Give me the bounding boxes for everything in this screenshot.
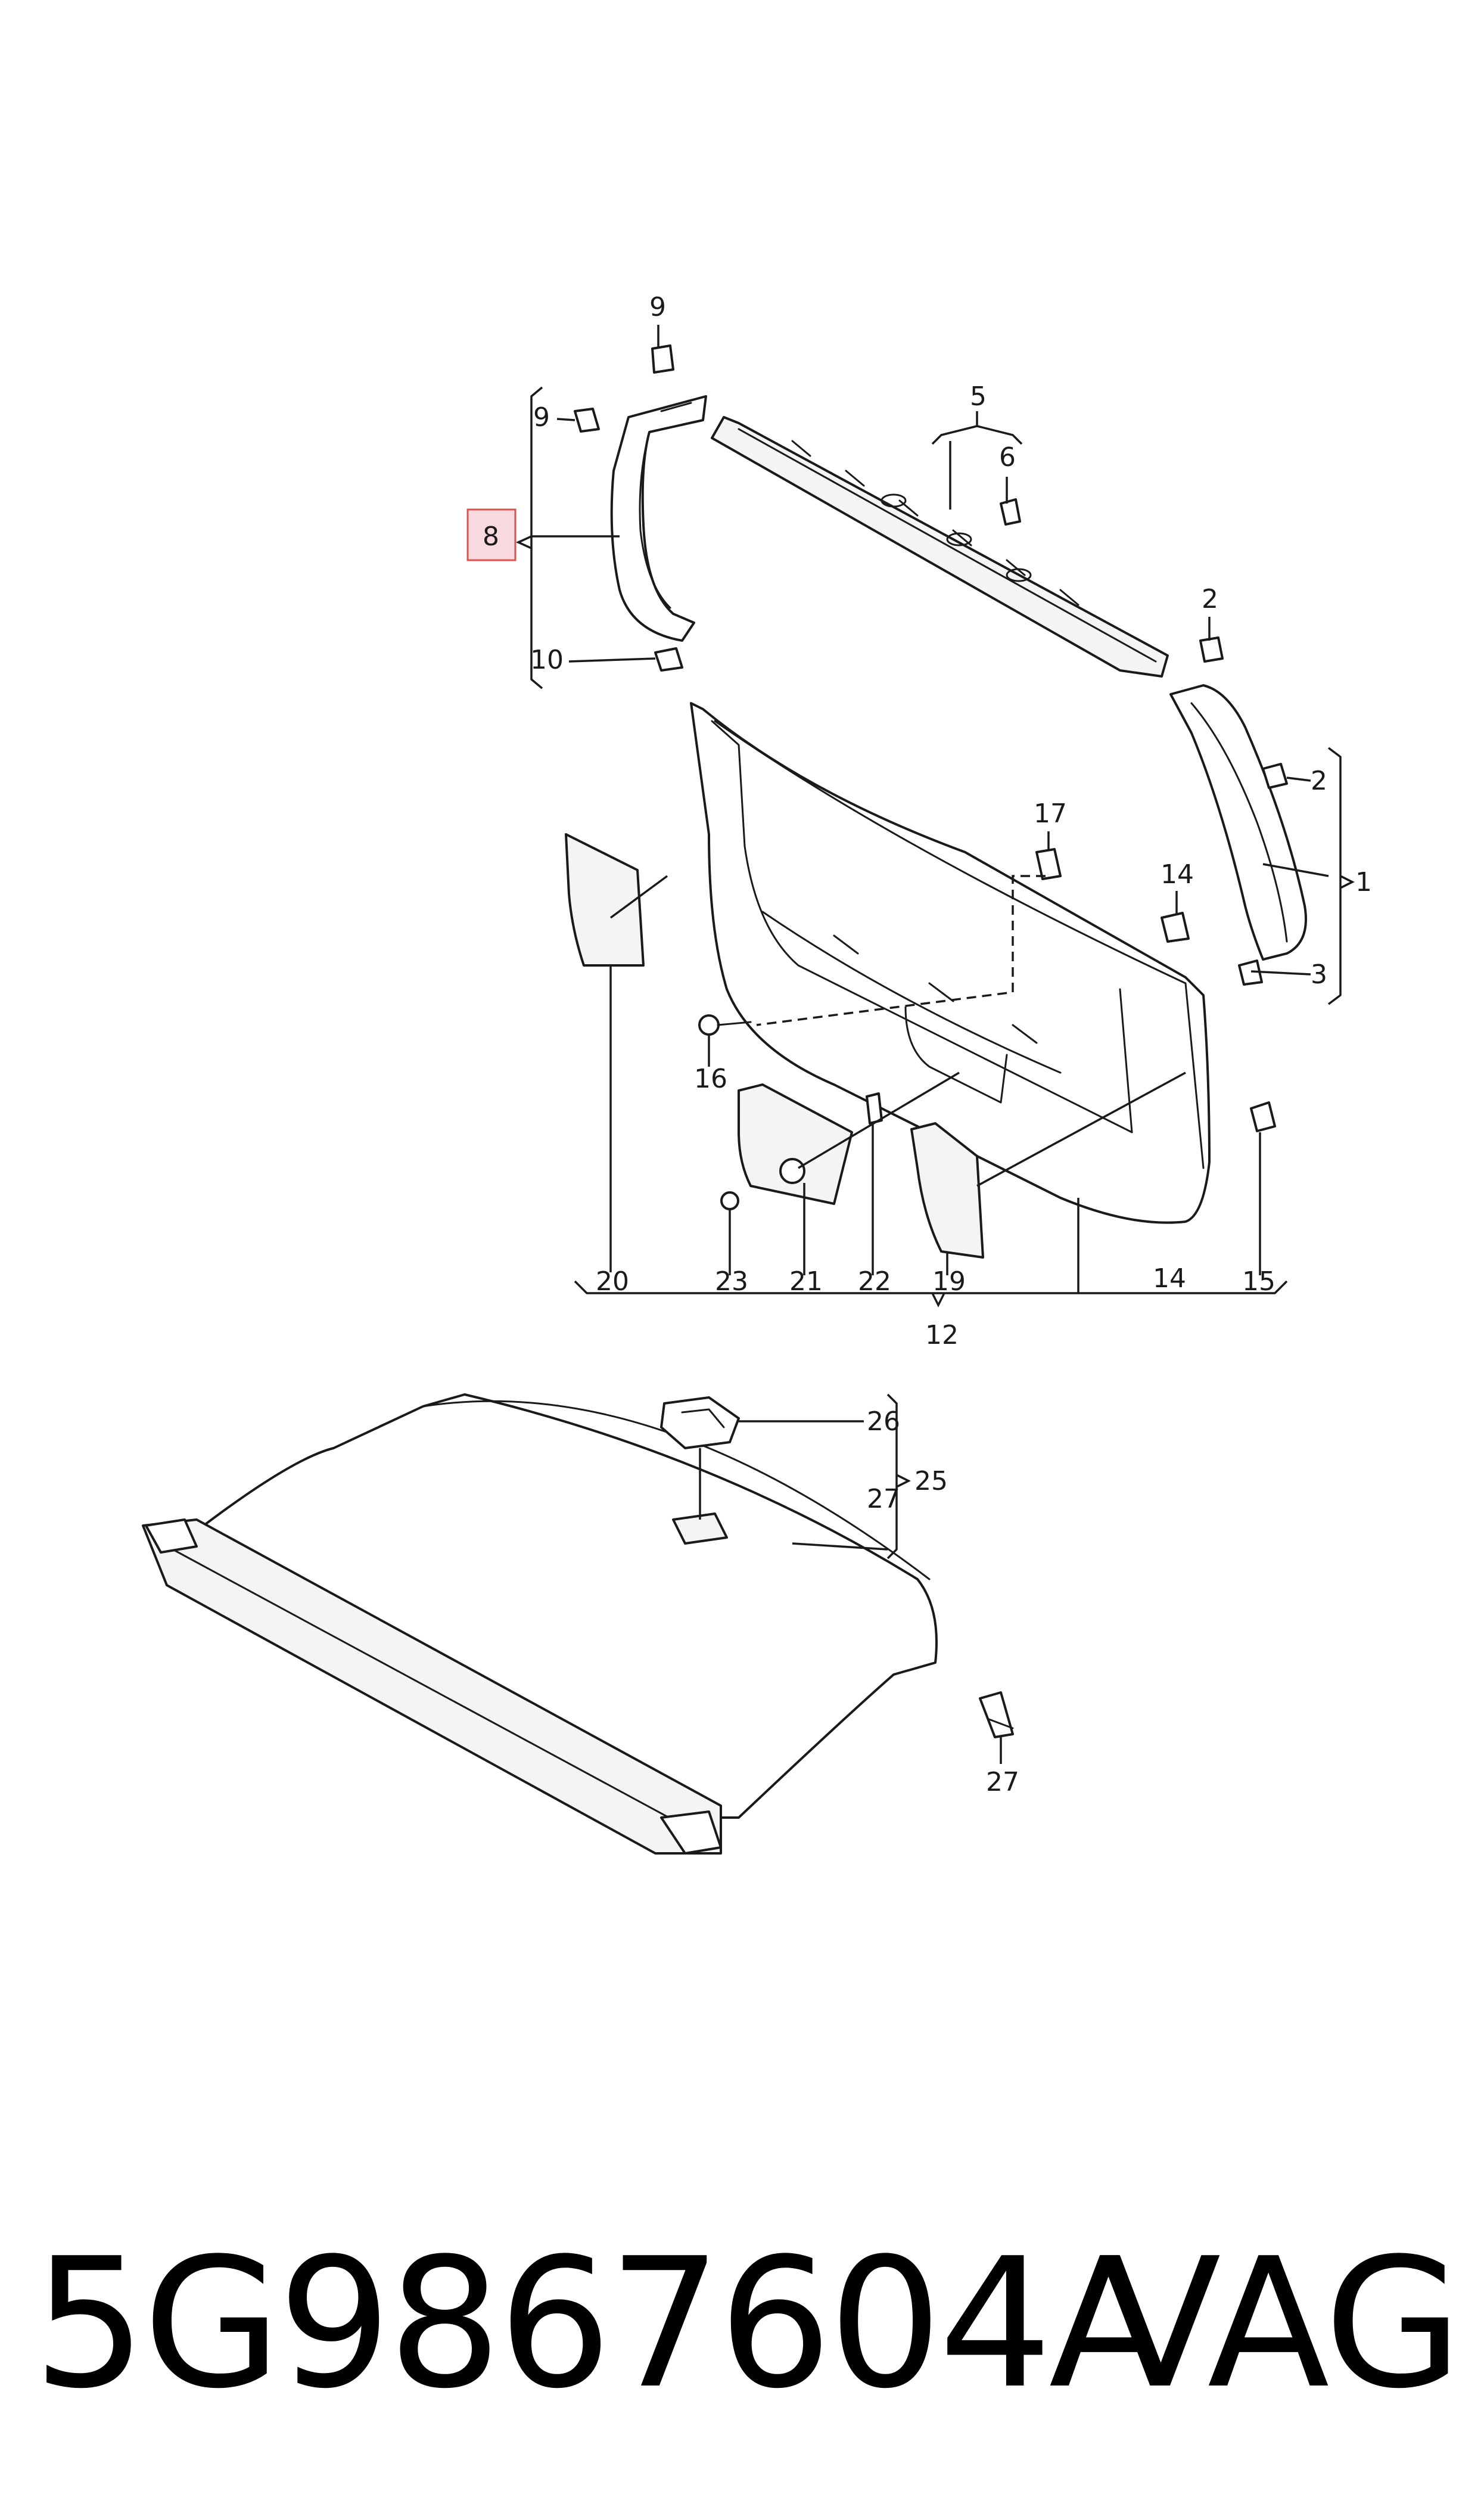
callout-2-right: 2 [1311,766,1327,796]
callout-26: 26 [867,1406,900,1437]
callout-25: 25 [914,1466,948,1496]
clip-3 [1238,959,1263,986]
callout-15: 15 [1242,1266,1275,1297]
callout-labels: 9 9 8 10 5 6 2 2 1 3 17 14 16 20 23 21 2… [483,292,1372,1797]
callout-16: 16 [694,1064,727,1094]
handle-26 [660,1396,740,1449]
right-pillar-trim [1169,684,1307,961]
callout-1: 1 [1355,867,1372,897]
brand-label: VAG [1099,2220,1463,2428]
cover-19 [910,1122,984,1259]
clip-2-right [1262,763,1288,789]
callout-17: 17 [1034,799,1067,829]
callout-5: 5 [970,381,987,412]
clip-6 [1000,498,1021,526]
clip-17 [1035,848,1062,880]
callout-12: 12 [925,1320,959,1350]
clip-22 [866,1092,883,1125]
tailgate-lower-panel [690,702,1211,1224]
callout-8: 8 [483,521,499,552]
clip-9-top [651,344,674,374]
clip-2-top [1199,636,1224,663]
luggage-cover [142,1393,938,1855]
callout-2-top: 2 [1202,584,1218,614]
callout-9-top: 9 [649,292,666,322]
top-rail-trim [711,416,1169,678]
callout-19: 19 [932,1266,966,1297]
callout-14-upper: 14 [1161,859,1194,890]
clip-10 [654,647,683,672]
callout-9-left: 9 [533,402,550,433]
clip-9-left [574,408,600,433]
callout-14-lower: 14 [1153,1263,1186,1294]
left-pillar-trim [610,395,707,642]
callout-23: 23 [715,1266,748,1297]
callout-21: 21 [789,1266,823,1297]
part-number-label: 5G9867604A [33,2220,1171,2428]
clip-14 [1161,912,1190,943]
callout-3: 3 [1311,959,1327,990]
screw-23 [720,1191,739,1210]
callout-6: 6 [999,442,1016,473]
highlight-box-8 [466,508,517,561]
callout-27-lower: 27 [986,1767,1019,1797]
bracket-27 [979,1691,1014,1738]
callout-27-upper: 27 [867,1484,900,1514]
callout-20: 20 [596,1266,629,1297]
callout-10: 10 [530,645,564,675]
callout-22: 22 [858,1266,891,1297]
cover-21 [738,1083,853,1205]
cover-20 [565,833,645,967]
leader-lines [515,325,1355,1764]
clip-15 [1250,1101,1276,1132]
